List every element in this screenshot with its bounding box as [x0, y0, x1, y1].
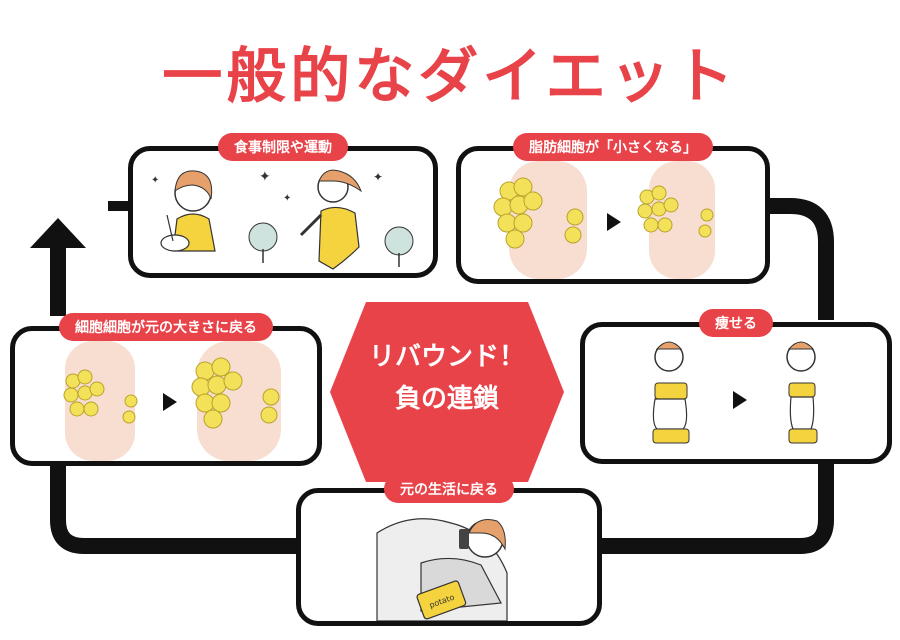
- step-card-back-to-life: potato 元の生活に戻る: [296, 475, 602, 626]
- loop-line-right-bottom: [598, 460, 834, 554]
- arrow-right-icon: [607, 213, 621, 231]
- svg-text:✦: ✦: [283, 193, 291, 204]
- arrow-right-icon: [163, 393, 177, 411]
- step-card-fat-return: 細胞細胞が元の大きさに戻る: [10, 313, 322, 466]
- center-line-rebound: リバウンド！: [368, 342, 525, 372]
- step-card-lose-weight: 痩せる: [580, 309, 892, 464]
- loop-arrow-head: [30, 218, 86, 248]
- center-hexagon: [330, 302, 564, 482]
- step-card-fat-shrink: 脂肪細胞が「小さくなる」: [456, 133, 770, 284]
- center-line-negative-chain: 負の連鎖: [394, 384, 499, 414]
- svg-text:✦: ✦: [373, 170, 383, 184]
- svg-text:✦: ✦: [151, 175, 159, 186]
- diet-exercise-illustration: ✦ ✦ ✦ ✦: [151, 169, 414, 270]
- fat-shrink-illustration: [493, 161, 715, 279]
- fat-return-illustration: [63, 341, 281, 461]
- svg-text:✦: ✦: [259, 169, 271, 185]
- lose-weight-illustration: [652, 341, 818, 444]
- loop-line-left-bottom: [50, 460, 296, 554]
- back-to-life-illustration: potato: [376, 518, 508, 621]
- step-label-lose-weight: 痩せる: [699, 309, 773, 337]
- step-card-diet-exercise: ✦ ✦ ✦ ✦ 食事制限や運動: [128, 133, 438, 278]
- loop-line-right-top: [700, 198, 834, 320]
- arrow-right-icon: [733, 391, 747, 409]
- center-message: リバウンド！ 負の連鎖: [330, 336, 564, 420]
- page-title: 一般的なダイエット: [162, 42, 738, 112]
- step-label-fat-shrink: 脂肪細胞が「小さくなる」: [513, 133, 713, 161]
- step-label-diet-exercise: 食事制限や運動: [218, 133, 348, 161]
- step-label-fat-return: 細胞細胞が元の大きさに戻る: [59, 313, 273, 341]
